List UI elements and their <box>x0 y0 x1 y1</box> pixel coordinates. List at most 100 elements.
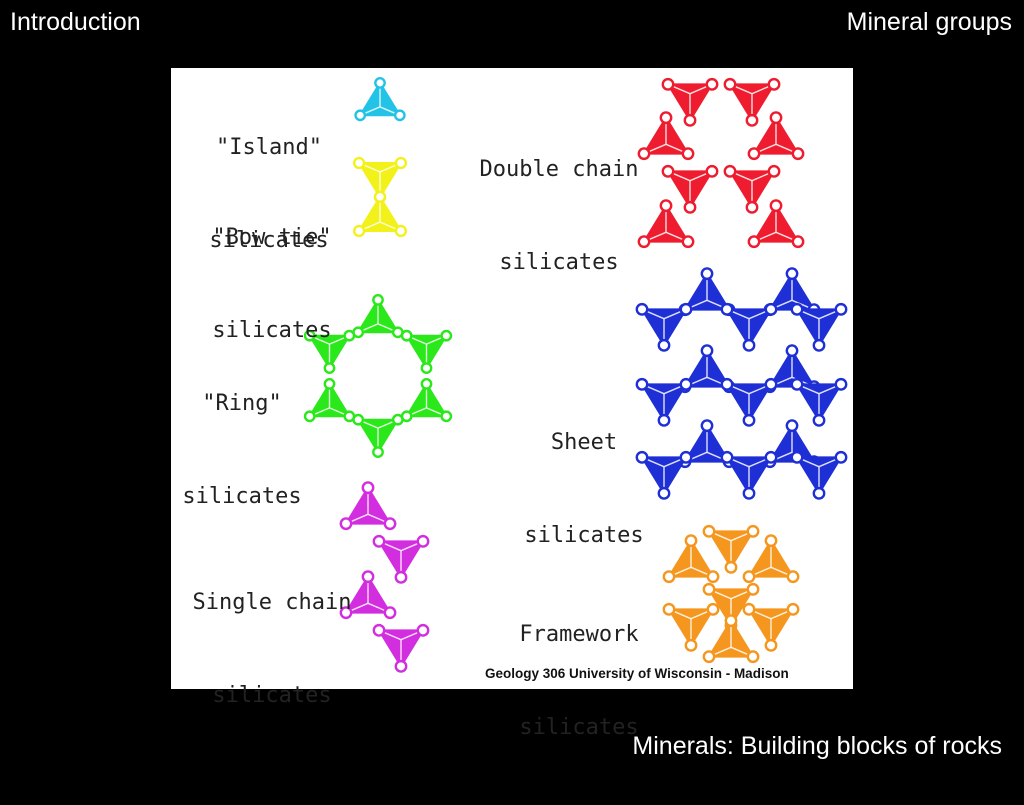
oxygen-atom <box>440 410 453 423</box>
oxygen-atom <box>637 235 651 249</box>
oxygen-atom <box>394 659 408 673</box>
oxygen-atom <box>706 602 720 616</box>
oxygen-atom <box>812 338 826 352</box>
oxygen-atom <box>679 450 693 464</box>
oxygen-atom <box>769 111 783 125</box>
oxygen-atom <box>812 413 826 427</box>
silicate-tetrahedra-drawing <box>303 77 848 673</box>
sheet-label-line1: Sheet <box>550 430 618 455</box>
oxygen-atom <box>635 450 649 464</box>
oxygen-atom <box>786 602 800 616</box>
oxygen-atom <box>343 329 356 342</box>
oxygen-atom <box>723 77 737 91</box>
oxygen-atom <box>657 413 671 427</box>
bowtie-silicates-label: "Bow tie" silicates <box>212 160 331 408</box>
oxygen-atom <box>303 410 316 423</box>
oxygen-atom <box>352 156 366 170</box>
oxygen-atom <box>746 524 760 538</box>
oxygen-atom <box>361 570 375 584</box>
ring-label-line2: silicates <box>182 484 302 509</box>
oxygen-atom <box>372 446 384 458</box>
oxygen-atom <box>834 377 848 391</box>
bowtie-label-line2: silicates <box>212 318 332 343</box>
island-silicates-label: "Island" silicates <box>209 70 328 318</box>
oxygen-atom <box>683 200 697 214</box>
oxygen-atom <box>746 582 760 596</box>
bowtie-silicate-structure <box>352 156 408 238</box>
oxygen-atom <box>742 338 756 352</box>
single-chain-label-line1: Single chain <box>192 590 352 615</box>
oxygen-atom <box>679 302 693 316</box>
oxygen-atom <box>394 224 408 238</box>
oxygen-atom <box>391 413 404 426</box>
oxygen-atom <box>323 378 336 390</box>
oxygen-atom <box>720 450 734 464</box>
oxygen-atom <box>747 235 761 249</box>
ring-silicate-structure <box>303 294 453 458</box>
oxygen-atom <box>764 638 778 652</box>
oxygen-atom <box>323 362 336 374</box>
framework-silicate-structure <box>662 524 800 664</box>
double-chain-label-line2: silicates <box>499 250 619 275</box>
oxygen-atom <box>420 362 433 374</box>
oxygen-atom <box>679 377 693 391</box>
oxygen-atom <box>700 419 714 433</box>
double-chain-silicate-structure <box>637 77 805 249</box>
oxygen-atom <box>785 419 799 433</box>
oxygen-atom <box>440 329 453 342</box>
oxygen-atom <box>791 235 805 249</box>
oxygen-atom <box>684 534 698 548</box>
oxygen-atom <box>742 413 756 427</box>
oxygen-atom <box>637 147 651 161</box>
oxygen-atom <box>747 147 761 161</box>
figure-credit: Geology 306 University of Wisconsin - Ma… <box>485 666 789 681</box>
oxygen-atom <box>790 450 804 464</box>
oxygen-atom <box>705 77 719 91</box>
oxygen-atom <box>786 570 800 584</box>
oxygen-atom <box>742 602 756 616</box>
oxygen-atom <box>657 486 671 500</box>
single-chain-label-line2: silicates <box>212 683 332 708</box>
oxygen-atom <box>767 77 781 91</box>
silicate-structures-figure: "Island" silicates "Bow tie" silicates "… <box>171 68 853 740</box>
sheet-label-line2: silicates <box>524 523 644 548</box>
framework-label-line2: silicates <box>519 715 639 740</box>
oxygen-atom <box>723 164 737 178</box>
oxygen-atom <box>361 481 375 495</box>
ring-silicates-label: "Ring" silicates <box>182 326 301 574</box>
oxygen-atom <box>681 147 695 161</box>
oxygen-atom <box>785 267 799 281</box>
ring-label-line1: "Ring" <box>202 391 282 416</box>
oxygen-atom <box>662 570 676 584</box>
oxygen-atom <box>812 486 826 500</box>
oxygen-atom <box>374 77 386 89</box>
framework-silicates-label: Framework silicates <box>519 557 638 805</box>
oxygen-atom <box>373 190 387 203</box>
oxygen-atom <box>702 650 716 664</box>
oxygen-atom <box>720 302 734 316</box>
oxygen-atom <box>834 450 848 464</box>
oxygen-atom <box>343 410 356 423</box>
oxygen-atom <box>746 650 760 664</box>
oxygen-atom <box>635 302 649 316</box>
single-chain-silicates-label: Single chain silicates <box>193 525 352 773</box>
oxygen-atom <box>700 344 714 358</box>
oxygen-atom <box>352 224 366 238</box>
oxygen-atom <box>767 164 781 178</box>
oxygen-atom <box>684 638 698 652</box>
oxygen-atom <box>702 582 716 596</box>
oxygen-atom <box>416 534 430 548</box>
oxygen-atom <box>742 486 756 500</box>
oxygen-atom <box>764 302 778 316</box>
oxygen-atom <box>702 524 716 538</box>
double-chain-silicates-label: Double chain silicates <box>480 92 639 340</box>
oxygen-atom <box>791 147 805 161</box>
slide-footer-title: Minerals: Building blocks of rocks <box>632 732 1002 760</box>
oxygen-atom <box>420 378 433 390</box>
oxygen-atom <box>383 517 397 531</box>
oxygen-atom <box>659 199 673 213</box>
sheet-silicates-label: Sheet silicates <box>524 365 643 613</box>
oxygen-atom <box>681 235 695 249</box>
framework-label-line1: Framework <box>519 622 639 647</box>
oxygen-atom <box>661 164 675 178</box>
